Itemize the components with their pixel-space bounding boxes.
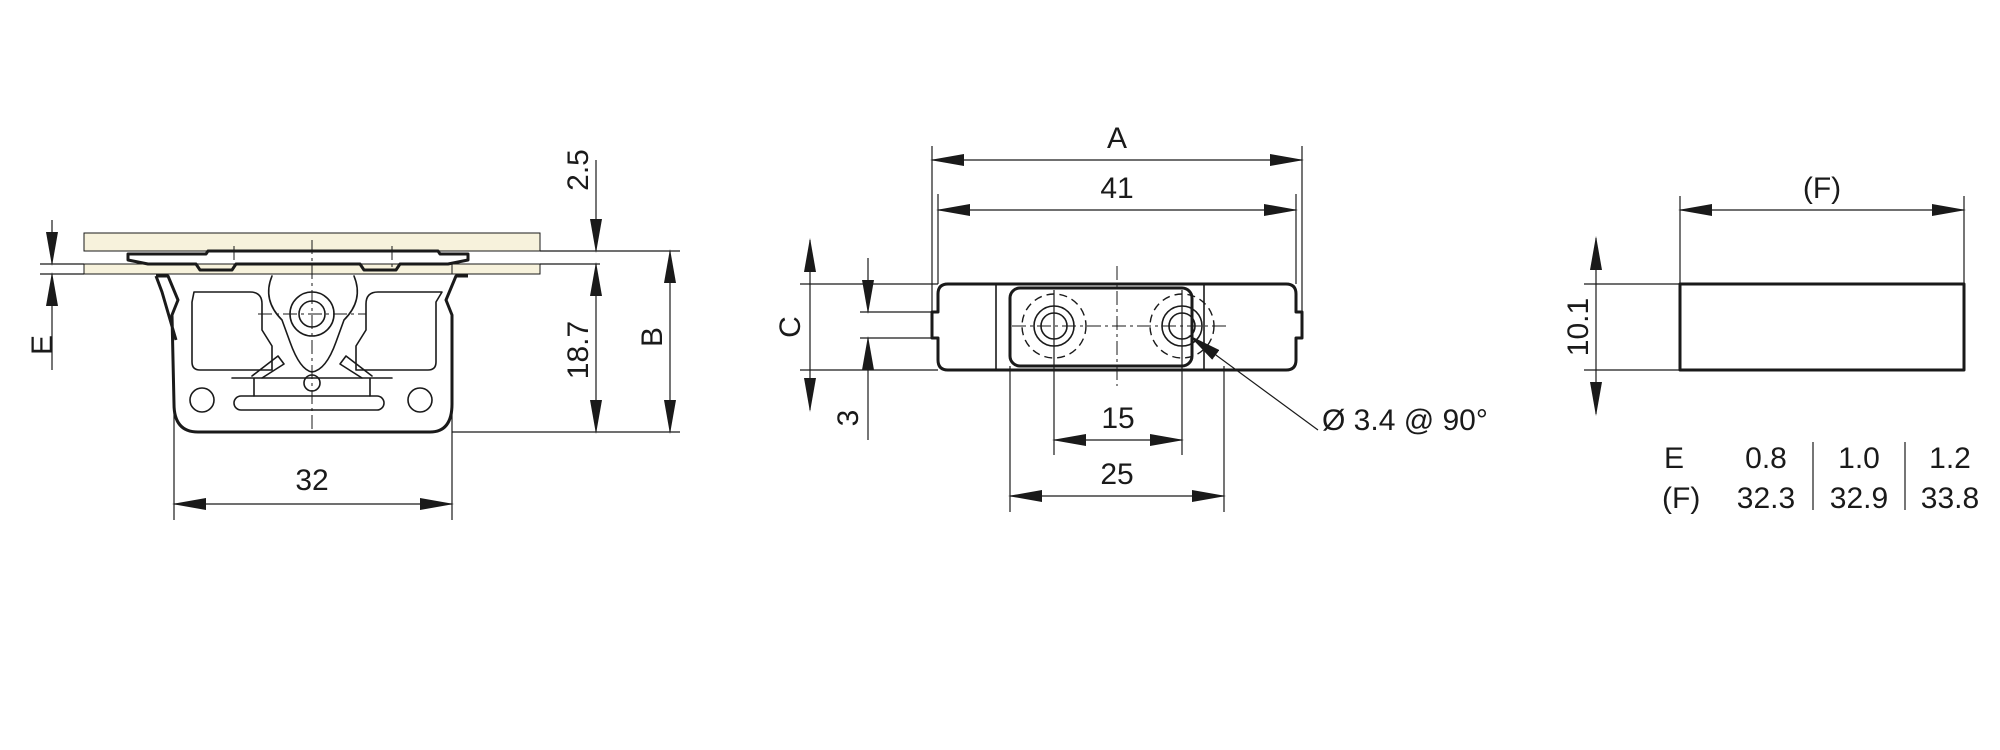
f-dim-label: (F) — [1803, 172, 1841, 205]
table-cell-e-1: 0.8 — [1745, 442, 1787, 475]
front-latch-right — [339, 355, 373, 379]
c-dim-label: C — [774, 316, 807, 338]
panel-right-strip — [451, 263, 541, 275]
front-left-window — [191, 291, 273, 371]
side-view: (F) 10.1 — [1562, 172, 1966, 416]
hole-note-label: Ø 3.4 @ 90° — [1322, 404, 1488, 437]
front-right-window — [355, 291, 443, 371]
front-top-plate — [126, 249, 470, 272]
table-cell-e-3: 1.2 — [1929, 442, 1971, 475]
table-cell-f-2: 32.9 — [1830, 482, 1888, 515]
dim-41-label: 41 — [1100, 172, 1133, 205]
front-view: E 2.5 18.7 B 32 — [26, 149, 680, 520]
table-cell-f-1: 32.3 — [1737, 482, 1795, 515]
table-cell-e-2: 1.0 — [1838, 442, 1880, 475]
dim-2-5-label: 2.5 — [562, 149, 595, 191]
hole-leader-line — [1188, 334, 1319, 431]
dim-18-7-label: 18.7 — [562, 321, 595, 379]
spec-table: E 0.8 1.0 1.2 (F) 32.3 32.9 33.8 — [1662, 442, 1979, 515]
dim-25-label: 25 — [1100, 458, 1133, 491]
dim-32-label: 32 — [295, 464, 328, 497]
a-dim-label: A — [1107, 122, 1127, 155]
table-row-label-e: E — [1664, 442, 1684, 475]
top-view: A 41 C 3 15 25 Ø 3.4 @ 90° — [774, 122, 1488, 512]
front-slot — [233, 395, 385, 411]
top-center-block — [1008, 286, 1194, 368]
dim-15-label: 15 — [1101, 402, 1134, 435]
b-dim-label: B — [636, 327, 669, 347]
table-row-label-f: (F) — [1662, 482, 1700, 515]
table-cell-f-3: 33.8 — [1921, 482, 1979, 515]
dim-10-1-label: 10.1 — [1562, 298, 1595, 356]
front-latch-left — [251, 355, 285, 379]
e-dim-label: E — [26, 335, 59, 355]
dim-3-label: 3 — [832, 410, 865, 427]
front-hole-left — [189, 387, 215, 413]
top-body-outline — [930, 282, 1304, 372]
side-body — [1678, 282, 1966, 372]
front-hole-right — [407, 387, 433, 413]
